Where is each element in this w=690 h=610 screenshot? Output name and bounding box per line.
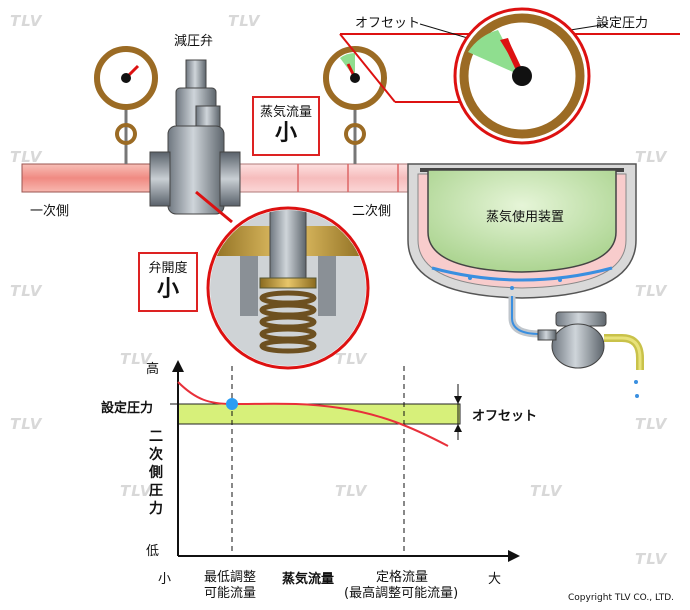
- watermark: TLV: [635, 550, 668, 568]
- watermark: TLV: [10, 282, 43, 300]
- watermark: TLV: [10, 12, 43, 30]
- primary-side-label: 一次側: [30, 204, 70, 219]
- watermark: TLV: [10, 415, 43, 433]
- valve-detail-zoom: [206, 206, 370, 370]
- steam-equipment-vessel: [407, 163, 637, 338]
- x-axis-title: 蒸気流量: [282, 572, 335, 587]
- offset-gauge-label: オフセット: [355, 16, 421, 31]
- watermark: TLV: [335, 482, 368, 500]
- steam-flow-box: 蒸気流量 小: [252, 96, 320, 156]
- offset-graph-label: オフセット: [472, 409, 538, 424]
- steam-flow-title: 蒸気流量: [259, 105, 312, 120]
- primary-pipe: [21, 163, 155, 193]
- x-axis-small-label: 小: [158, 572, 172, 587]
- rated-flow-label-1: 定格流量: [376, 570, 429, 585]
- reducing-valve-label: 減圧弁: [174, 34, 214, 49]
- steam-equipment-label: 蒸気使用装置: [486, 210, 565, 225]
- secondary-pipe: [237, 163, 419, 193]
- valve-opening-value: 小: [156, 277, 179, 302]
- steam-flow-value: 小: [274, 121, 297, 146]
- copyright-text: Copyright TLV CO., LTD.: [568, 593, 675, 603]
- pressure-reducing-valve: [149, 59, 241, 224]
- primary-pressure-gauge: [94, 46, 158, 164]
- rated-flow-label-2: (最高調整可能流量): [344, 586, 459, 601]
- min-flow-label-2: 可能流量: [204, 586, 257, 601]
- steam-trap: [537, 311, 644, 398]
- set-pressure-graph-label: 設定圧力: [101, 401, 154, 416]
- set-pressure-gauge-label: 設定圧力: [596, 16, 649, 31]
- watermark: TLV: [120, 482, 153, 500]
- watermark: TLV: [335, 350, 368, 368]
- watermark: TLV: [10, 148, 43, 166]
- watermark: TLV: [120, 350, 153, 368]
- gauge-detail-zoom: [339, 7, 680, 145]
- y-axis-high-label: 高: [146, 362, 160, 377]
- valve-opening-title: 弁開度: [148, 261, 188, 276]
- secondary-pressure-gauge: [323, 46, 387, 164]
- watermark: TLV: [228, 12, 261, 30]
- watermark: TLV: [635, 415, 668, 433]
- watermark: TLV: [635, 282, 668, 300]
- y-axis-low-label: 低: [146, 544, 160, 559]
- min-flow-label-1: 最低調整: [204, 570, 257, 585]
- watermark: TLV: [530, 482, 563, 500]
- x-axis-large-label: 大: [488, 572, 502, 587]
- pressure-flow-graph: [170, 360, 520, 562]
- watermark: TLV: [635, 148, 668, 166]
- secondary-side-label: 二次側: [352, 204, 392, 219]
- valve-opening-box: 弁開度 小: [138, 252, 198, 312]
- y-axis-title: 二次側圧力: [149, 429, 163, 517]
